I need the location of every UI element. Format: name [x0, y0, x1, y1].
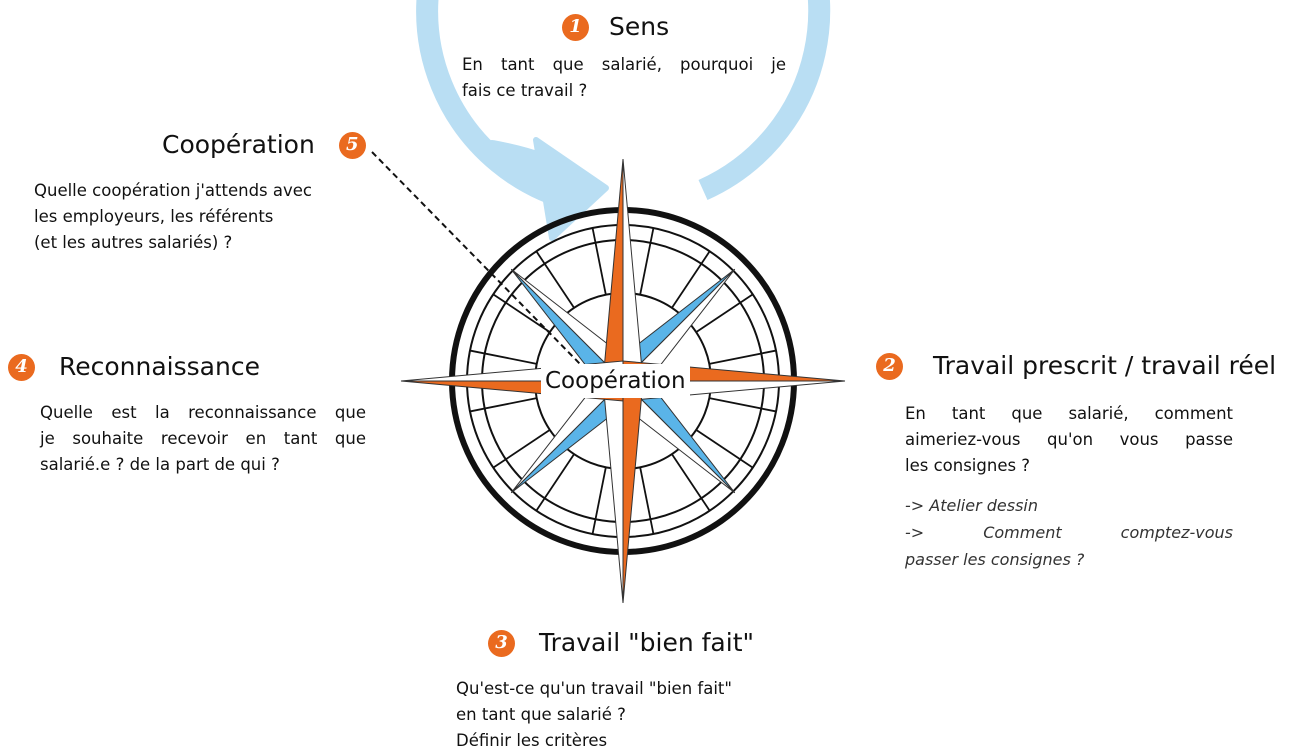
- compass-point-cardinal-shaded: [602, 158, 624, 382]
- step-cooperation-line-3: (et les autres salariés) ?: [34, 233, 233, 252]
- compass-spoke: [591, 467, 607, 535]
- step-cooperation: Coopération 5: [162, 130, 366, 160]
- compass-center-label: Coopération: [541, 364, 690, 398]
- step-travail-prescrit-heading: 2 Travail prescrit / travail réel: [876, 351, 1276, 381]
- step-travail-prescrit-line-2: aimeriez-vous qu'on vous passe: [905, 430, 1233, 449]
- step-cooperation-line-1: Quelle coopération j'attends avec: [34, 181, 312, 200]
- step-bien-fait: 3 Travail "bien fait": [488, 628, 754, 658]
- compass-spoke: [591, 227, 607, 295]
- step-bien-fait-title: Travail "bien fait": [539, 628, 755, 657]
- step-travail-prescrit-line-1: En tant que salarié, comment: [905, 404, 1233, 423]
- step-bien-fait-line-1: Qu'est-ce qu'un travail "bien fait": [456, 679, 732, 698]
- step-reconnaissance-description: Quelle est la reconnaissance que je souh…: [40, 400, 366, 478]
- step-sens-title: Sens: [609, 12, 670, 41]
- cycle-arrow-arc: [416, 0, 831, 212]
- compass-spoke: [709, 349, 777, 365]
- step-travail-prescrit-note-2: -> Comment comptez-vous: [905, 523, 1233, 542]
- step-sens: 1 Sens: [562, 12, 669, 42]
- compass-point-cardinal-light: [602, 380, 624, 604]
- compass-spoke: [695, 429, 754, 469]
- compass-spoke: [639, 467, 655, 535]
- step-bien-fait-description: Qu'est-ce qu'un travail "bien fait" en t…: [456, 676, 796, 754]
- step-2-badge-icon: 2: [876, 352, 903, 380]
- step-reconnaissance-line-1: Quelle est la reconnaissance que: [40, 403, 366, 422]
- step-reconnaissance-line-2: je souhaite recevoir en tant que: [40, 429, 366, 448]
- cycle-arrow-head: [533, 137, 609, 241]
- step-travail-prescrit-title: Travail prescrit / travail réel: [933, 351, 1277, 380]
- step-travail-prescrit-description: En tant que salarié, comment aimeriez-vo…: [905, 401, 1233, 479]
- compass-spokes: [469, 227, 777, 535]
- step-cooperation-line-2: les employeurs, les référents: [34, 207, 274, 226]
- step-travail-prescrit-note-1: -> Atelier dessin: [905, 496, 1038, 515]
- compass-spoke: [639, 227, 655, 295]
- compass-spoke: [671, 453, 711, 512]
- step-reconnaissance-line-3: salarié.e ? de la part de qui ?: [40, 455, 280, 474]
- step-reconnaissance-heading: 4 Reconnaissance: [8, 352, 260, 382]
- compass-point-cardinal-shaded: [622, 380, 644, 604]
- step-travail-prescrit-note-3: passer les consignes ?: [905, 550, 1085, 569]
- step-bien-fait-line-3: Définir les critères: [456, 731, 608, 750]
- compass-spoke: [492, 293, 551, 333]
- step-5-badge-icon: 5: [338, 131, 366, 159]
- step-bien-fait-line-2: en tant que salarié ?: [456, 705, 626, 724]
- compass-spoke: [695, 293, 754, 333]
- compass-spoke: [671, 250, 711, 309]
- step-reconnaissance: 4 Reconnaissance: [8, 352, 260, 382]
- step-bien-fait-heading: 3 Travail "bien fait": [488, 628, 754, 658]
- step-sens-description: En tant que salarié, pourquoi je fais ce…: [462, 52, 786, 104]
- compass-spoke: [709, 397, 777, 413]
- step-cooperation-description: Quelle coopération j'attends avec les em…: [34, 178, 364, 256]
- step-cooperation-heading: Coopération 5: [162, 130, 366, 160]
- step-cooperation-title: Coopération: [162, 130, 315, 159]
- step-3-badge-icon: 3: [488, 629, 515, 657]
- step-sens-line-1: En tant que salarié, pourquoi je: [462, 55, 786, 74]
- step-sens-line-2: fais ce travail ?: [462, 81, 588, 100]
- compass-point-cardinal-light: [622, 158, 644, 382]
- step-sens-heading: 1 Sens: [562, 12, 669, 42]
- step-4-badge-icon: 4: [8, 353, 35, 381]
- step-travail-prescrit-notes: -> Atelier dessin -> Comment comptez-vou…: [905, 492, 1233, 573]
- step-reconnaissance-title: Reconnaissance: [59, 352, 260, 381]
- step-1-badge-icon: 1: [562, 13, 589, 41]
- compass-spoke: [535, 453, 575, 512]
- compass-spoke: [469, 349, 537, 365]
- compass-spoke: [492, 429, 551, 469]
- step-travail-prescrit: 2 Travail prescrit / travail réel: [876, 351, 1276, 381]
- compass-spoke: [535, 250, 575, 309]
- step-travail-prescrit-line-3: les consignes ?: [905, 456, 1031, 475]
- compass-spoke: [469, 397, 537, 413]
